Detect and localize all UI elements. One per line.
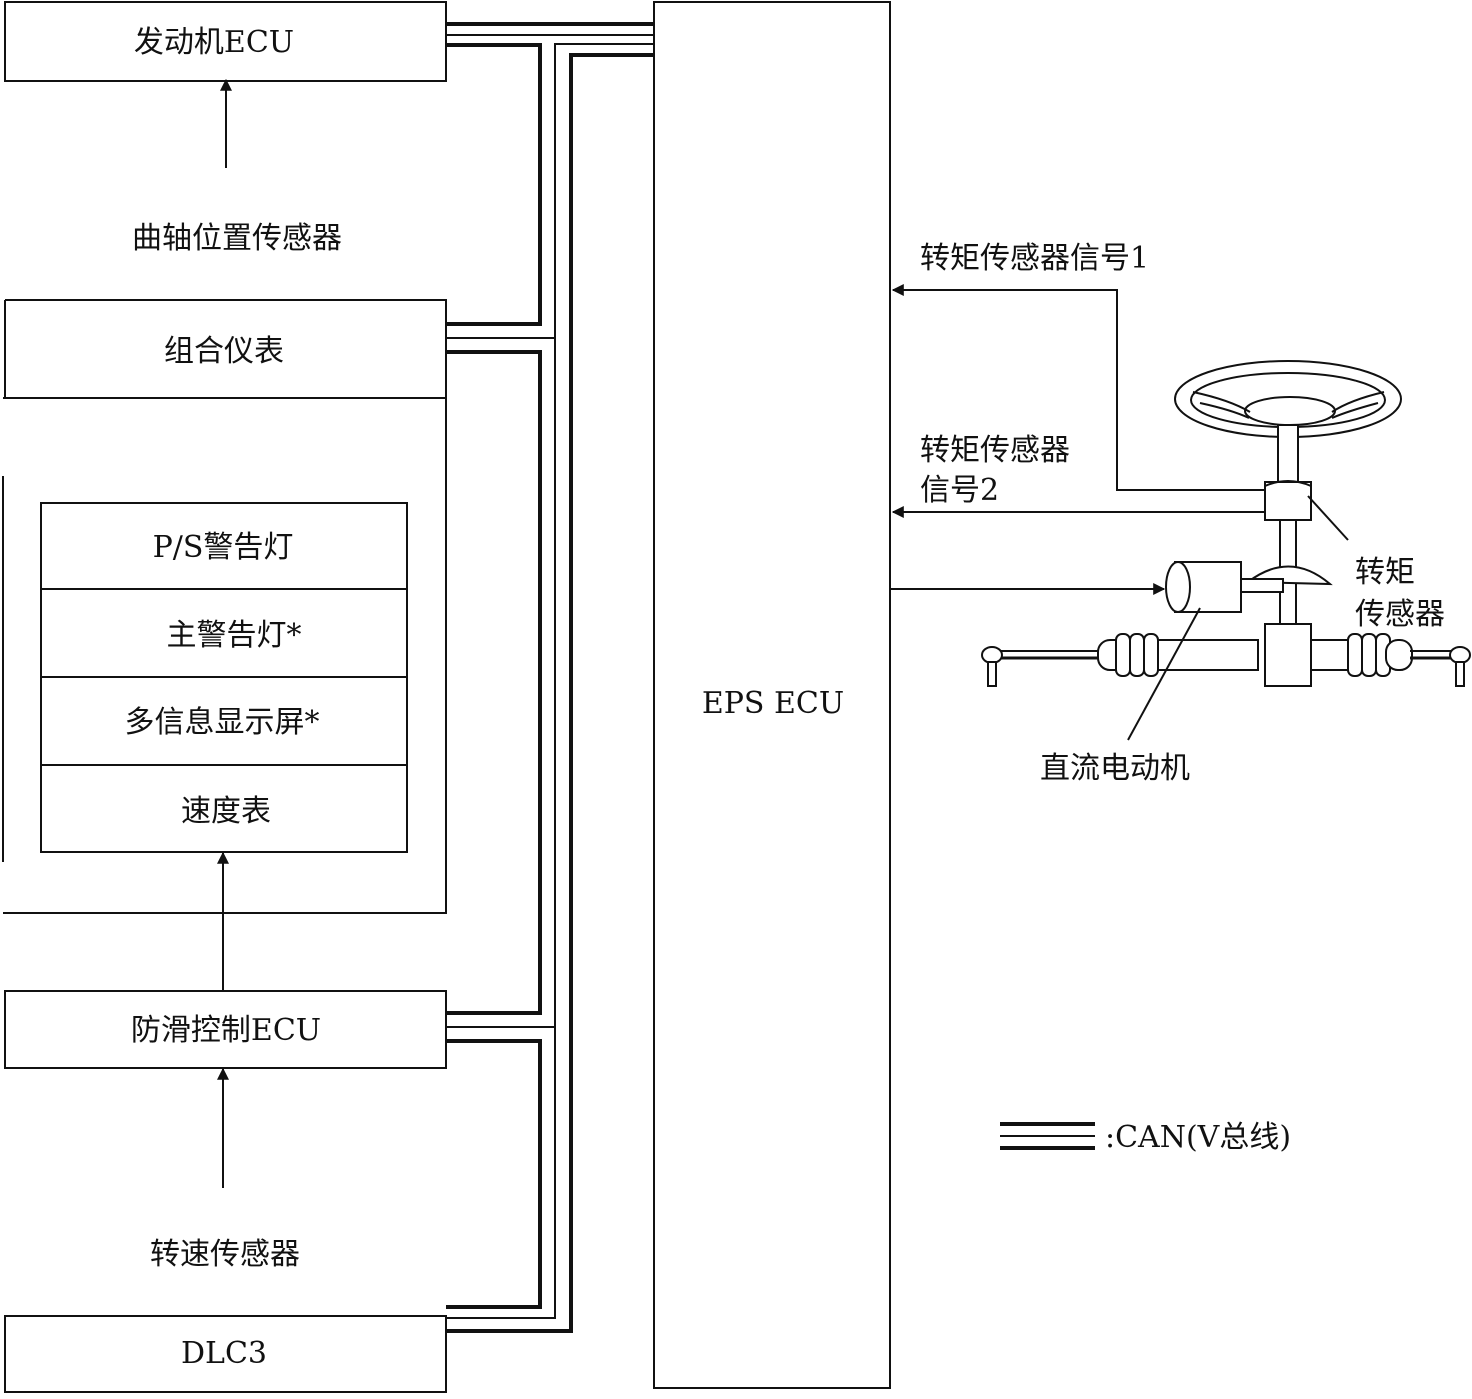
- dc-motor-leader: [1127, 607, 1201, 741]
- skid-control-ecu-label: 防滑控制ECU: [131, 1013, 321, 1048]
- multi-info-display-label: 多信息显示屏*: [125, 705, 320, 740]
- dlc3-label: DLC3: [181, 1336, 267, 1371]
- wheel-speed-sensor-label: 转速传感器: [150, 1237, 300, 1272]
- torque-sensor-label-line1: 转矩: [1355, 555, 1415, 590]
- dc-motor-icon: [1165, 561, 1284, 613]
- steering-labels: 转矩 传感器 直流电动机: [1040, 495, 1445, 786]
- dlc3-box: DLC3: [4, 1315, 447, 1393]
- wheel-speed-sensor: 转速传感器: [150, 1067, 300, 1272]
- upper-steering-column: [1277, 424, 1299, 484]
- combination-meter-box: 组合仪表: [2, 299, 447, 914]
- master-warning-light-label: 主警告灯*: [167, 618, 302, 653]
- combination-meter-label: 组合仪表: [164, 334, 284, 369]
- torque-signals: 转矩传感器信号1 转矩传感器 信号2: [891, 241, 1265, 595]
- eps-ecu-label: EPS ECU: [702, 686, 844, 721]
- dc-motor-label: 直流电动机: [1040, 751, 1190, 786]
- torque-signal-1-arrow: [891, 284, 1265, 491]
- torque-signal-2-label-line2: 信号2: [920, 473, 999, 508]
- crankshaft-sensor: 曲轴位置传感器: [132, 78, 342, 256]
- steering-wheel-icon: [1174, 360, 1402, 438]
- eps-ecu-box: EPS ECU: [653, 1, 891, 1389]
- crankshaft-sensor-label: 曲轴位置传感器: [132, 221, 342, 256]
- legend-can-label: :CAN(V总线): [1105, 1120, 1291, 1155]
- torque-sensor-icon: [1264, 480, 1312, 521]
- engine-ecu-label: 发动机ECU: [134, 25, 294, 60]
- torque-sensor-leader: [1307, 495, 1349, 541]
- steering-assembly: [981, 360, 1471, 687]
- torque-signal-1-label: 转矩传感器信号1: [920, 241, 1149, 276]
- skid-control-ecu-box: 防滑控制ECU: [4, 990, 447, 1069]
- ps-warning-light-label: P/S警告灯: [153, 530, 294, 565]
- steering-rack-icon: [981, 623, 1471, 687]
- can-bus: [446, 22, 654, 1333]
- speedometer-label: 速度表: [181, 794, 271, 829]
- torque-signal-2-label-line1: 转矩传感器: [920, 433, 1070, 468]
- engine-ecu-box: 发动机ECU: [4, 1, 447, 82]
- torque-sensor-label-line2: 传感器: [1355, 597, 1445, 632]
- legend: :CAN(V总线): [1000, 1120, 1291, 1155]
- meter-indicators-panel: P/S警告灯 主警告灯* 多信息显示屏* 速度表: [40, 502, 408, 853]
